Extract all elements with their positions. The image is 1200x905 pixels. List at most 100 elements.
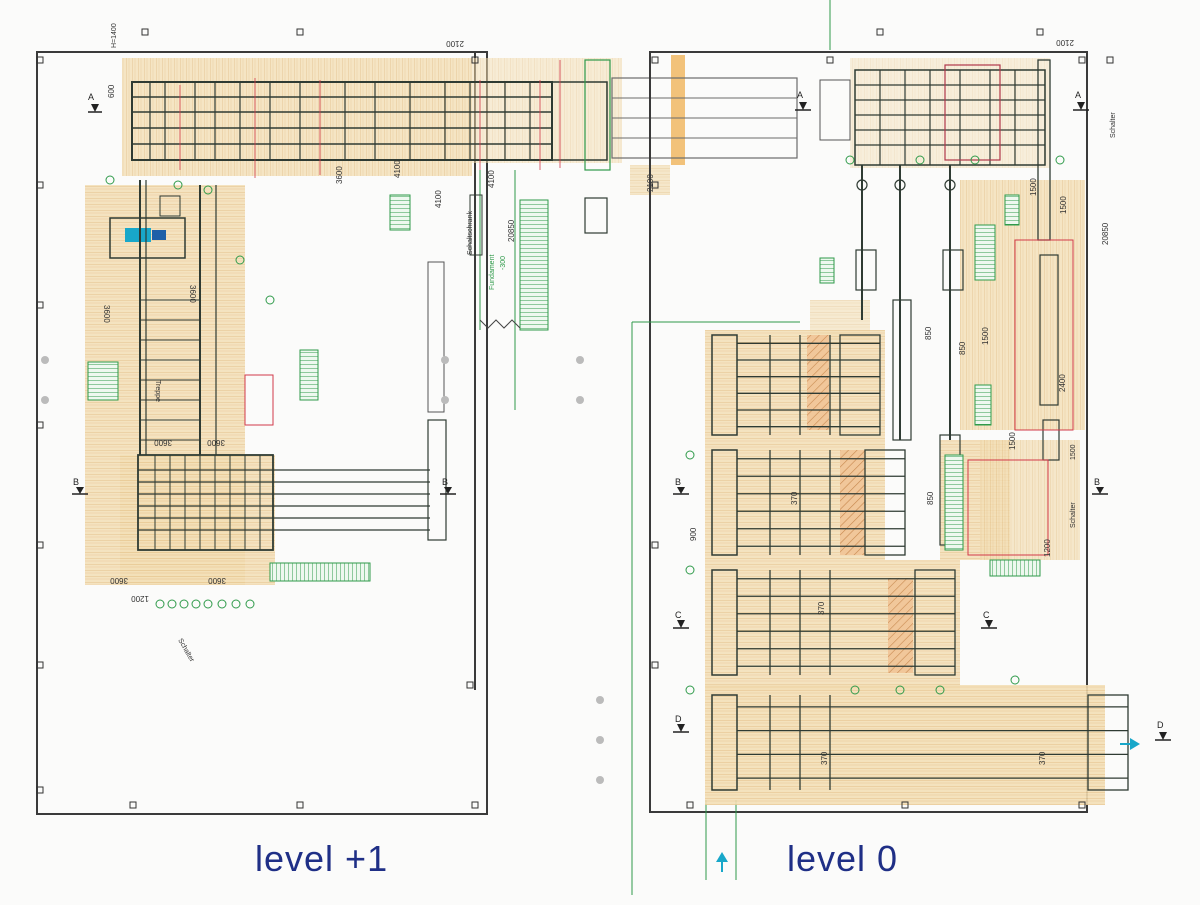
stairs-left-5 [269, 562, 371, 582]
dim-3600-inv-b: 3600 [207, 438, 225, 447]
dim-1500-a: 1500 [1029, 178, 1038, 196]
schaltschrank-label: Schaltschrank [467, 211, 474, 255]
svg-text:A: A [797, 90, 803, 100]
punch-hole [596, 736, 604, 744]
punch-hole [441, 396, 449, 404]
svg-text:B: B [1094, 477, 1100, 487]
stairs-right-3 [944, 454, 964, 551]
dim-20850-b: 20850 [1101, 222, 1110, 245]
wall-marker [1078, 56, 1086, 64]
wall-marker [466, 681, 474, 689]
section-markers-left: A B B [72, 92, 456, 495]
wall-marker [296, 801, 304, 809]
wall-marker [651, 181, 659, 189]
wall-marker [876, 28, 884, 36]
section-d-right-1: D [673, 714, 689, 733]
punch-hole [576, 356, 584, 364]
dim-370-b: 370 [817, 601, 826, 615]
wall-marker [651, 56, 659, 64]
fundament: Fundament -300 [479, 170, 521, 410]
punch-hole [41, 396, 49, 404]
callout-circle [245, 599, 255, 609]
lift-unit [109, 195, 186, 259]
dim-1500-b: 1500 [1059, 196, 1068, 214]
callout-circle [167, 599, 177, 609]
stairs-right-4 [989, 559, 1041, 577]
wall-marker [826, 56, 834, 64]
punch-holes [41, 356, 604, 784]
wall-marker [36, 421, 44, 429]
section-a-left: A [88, 92, 102, 113]
dim-370-a: 370 [790, 491, 799, 505]
dim-2100-right: 2100 [1056, 38, 1074, 47]
wall-marker [36, 301, 44, 309]
top-platform [122, 58, 472, 176]
schaltschrank [469, 194, 483, 256]
wall-marker [36, 661, 44, 669]
label-level-0: level 0 [787, 838, 899, 879]
dim-600: 600 [107, 84, 116, 98]
section-a-right-1: A [795, 90, 811, 111]
callout-row-left [105, 175, 275, 609]
dim-3600-inv-c: 3600 [110, 576, 128, 585]
svg-text:B: B [675, 477, 681, 487]
exit-arrow-right [1130, 738, 1140, 750]
dim-1500-d: 1500 [1008, 432, 1017, 450]
section-c-right-2: C [981, 610, 997, 629]
callout-circle [915, 155, 925, 165]
red-zones-right [967, 239, 1074, 556]
wall-marker [651, 661, 659, 669]
wall-marker [651, 541, 659, 549]
conveyor-bank-2 [711, 449, 906, 556]
punch-hole [441, 356, 449, 364]
stairs-left-2 [299, 349, 319, 401]
building-outline-left [36, 51, 488, 815]
stairs-left-4 [519, 199, 549, 331]
wall-marker [686, 801, 694, 809]
dim-4100-a: 4100 [393, 160, 402, 178]
treppe-label: Treppe [154, 380, 161, 402]
svg-text:D: D [1157, 720, 1164, 730]
svg-text:C: C [983, 610, 990, 620]
hatched-zone-1 [807, 335, 829, 430]
entry-arrow-bottom [716, 852, 728, 862]
fundament-depth: -300 [500, 256, 507, 270]
wall-marker [129, 801, 137, 809]
callout-circle [173, 180, 183, 190]
callout-circle [685, 565, 695, 575]
dims-right: 2100 1500 1500 20850 1500 2400 1500 1500… [689, 38, 1117, 765]
stairs-left-3 [389, 194, 411, 231]
lower-left-rails [273, 261, 447, 541]
dim-1500-e: 1500 [1070, 444, 1077, 460]
dim-20850-a: 20850 [507, 219, 516, 242]
wall-marker [36, 541, 44, 549]
wall-marker [296, 28, 304, 36]
dim-3600-inv-d: 3600 [208, 576, 226, 585]
wall-marker [36, 181, 44, 189]
callout-circle [179, 599, 189, 609]
schalter-b: Schalter [1070, 502, 1077, 528]
wall-marker [1036, 28, 1044, 36]
h-label: H=1400 [111, 23, 118, 48]
callout-circle [217, 599, 227, 609]
dim-850-b: 850 [958, 341, 967, 355]
punch-hole [596, 696, 604, 704]
dim-1200-a: 1200 [131, 594, 149, 603]
conveyor-bank-3 [711, 569, 956, 676]
dim-1500-c: 1500 [981, 327, 990, 345]
section-markers-right: A A B B C [673, 90, 1171, 741]
callout-circle [155, 599, 165, 609]
fundament-label: Fundament [489, 255, 496, 290]
transfer-frame [914, 569, 956, 676]
stairs-right-6 [1004, 194, 1020, 226]
dim-3600-c: 3600 [188, 285, 197, 303]
callout-circle [970, 155, 980, 165]
callout-circle [191, 599, 201, 609]
lower-left-conveyor [137, 454, 274, 551]
dim-4100-b: 4100 [434, 190, 443, 208]
callout-circle [1010, 675, 1020, 685]
wall-marker [141, 28, 149, 36]
callout-circle [685, 685, 695, 695]
orange-zone [671, 55, 685, 165]
